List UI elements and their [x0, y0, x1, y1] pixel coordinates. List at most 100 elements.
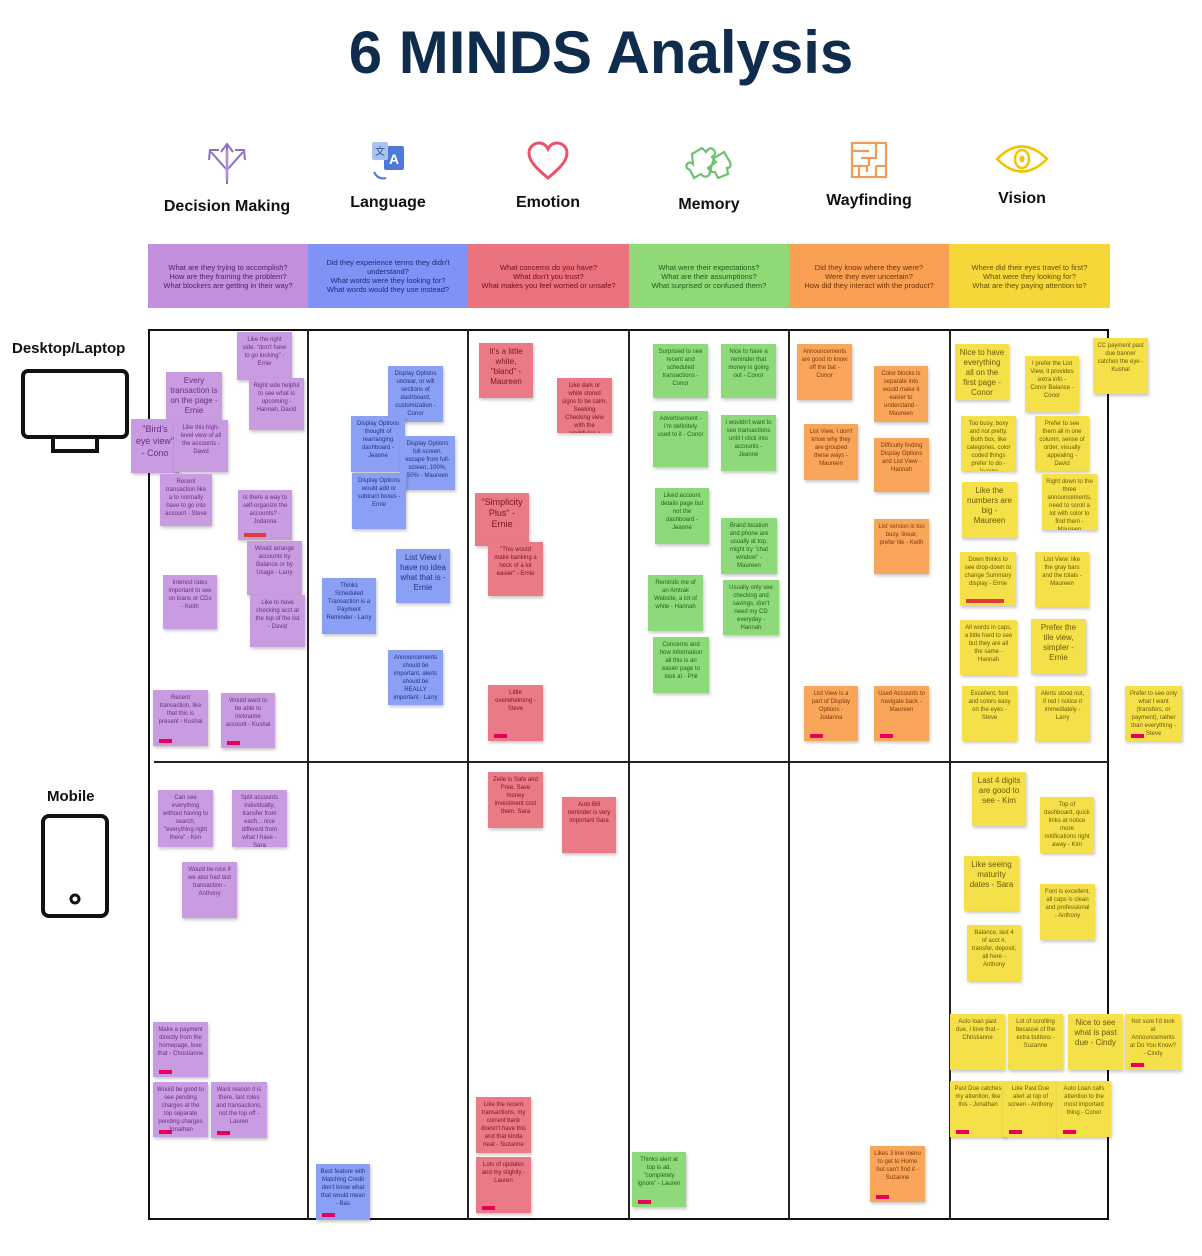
sticky-note[interactable]: Thinks alert at top is ad, "completely i… [632, 1152, 686, 1207]
sticky-note[interactable]: Like to have checking acct at the top of… [250, 595, 305, 647]
sticky-note[interactable]: "Simplicity Plus" - Ernie [475, 493, 529, 546]
sticky-note[interactable]: Best feature with Matching Credit don't … [316, 1164, 370, 1220]
sticky-note[interactable]: Font is excellent, all caps is clean and… [1040, 884, 1095, 940]
sticky-note[interactable]: Color blocks is separate into would make… [874, 366, 928, 422]
sticky-note[interactable]: CC payment past due banner catches the e… [1093, 338, 1148, 394]
sticky-note[interactable]: All words in caps, a little hard to see … [960, 620, 1017, 675]
sticky-note[interactable]: Like seeing maturity dates - Sara [964, 856, 1019, 911]
sticky-note[interactable]: I prefer the List View, it provides extr… [1025, 356, 1079, 412]
sticky-note[interactable]: Little overwhelming - Steve [488, 685, 543, 741]
sticky-note[interactable]: "This would make banking a heck of a lot… [488, 542, 543, 596]
sticky-note[interactable]: Prefer to see them all in one column, se… [1035, 416, 1089, 471]
question: What words would they use instead? [326, 285, 450, 294]
sticky-note[interactable]: Recent transaction, like that this is pr… [153, 690, 208, 746]
sticky-note[interactable]: Would want to be able to nickname accoun… [221, 693, 275, 748]
sticky-note[interactable]: Would be good to see pending charges at … [153, 1082, 208, 1137]
sticky-note[interactable]: Auto Bill reminder is very important Sar… [562, 797, 616, 853]
sticky-note[interactable]: "Bird's eye view" - Cono [131, 419, 179, 473]
sticky-note[interactable]: List View is a part of Display Options -… [804, 686, 858, 741]
row-divider [154, 761, 1108, 763]
translate-icon: A 文 [372, 142, 404, 180]
sticky-note[interactable]: Last 4 digits are good to see - Kim [972, 772, 1026, 826]
sticky-note[interactable]: Like dark or white stored signs to be ca… [557, 378, 612, 433]
note-text: Split accounts individually, transfer fr… [240, 795, 279, 847]
note-text: "Simplicity Plus" - Ernie [481, 497, 523, 529]
column-header-decision: Decision Making [147, 140, 307, 216]
question: What don't you trust? [513, 271, 584, 281]
sticky-note[interactable]: Liked account details page but not the d… [655, 488, 709, 544]
sticky-note[interactable]: Display Options full-screen, escape from… [400, 436, 455, 490]
sticky-note[interactable]: Advertisement - I'm definitely used to i… [653, 411, 708, 467]
sticky-note[interactable]: Balance, last 4 of acct #, transfer, dep… [967, 925, 1021, 981]
sticky-note[interactable]: Announcements should be important, alert… [388, 650, 443, 705]
sticky-note[interactable]: I wouldn't want to see transactions unti… [721, 415, 776, 471]
sticky-note[interactable]: Announcements are good to know off the b… [797, 344, 852, 400]
note-text: List View, I don't know why they are gro… [809, 429, 853, 467]
sticky-note[interactable]: Used Accounts to navigate back - Maureen [874, 686, 929, 741]
sticky-note[interactable]: Reminds me of an Amtrak Website, a lot o… [648, 575, 703, 631]
question: Did they know where they were? [814, 262, 924, 272]
sticky-note[interactable]: Nice to have everything all on the first… [955, 344, 1009, 400]
sticky-note[interactable]: Prefer the tile view, simpler - Ernie [1031, 619, 1086, 674]
note-text: It's a little white, "bland" - Maureen [489, 347, 523, 386]
sticky-note[interactable]: Would be nice if we also had last transa… [182, 862, 237, 918]
sticky-note[interactable]: Alerts stood out, if red I notice it imm… [1035, 686, 1090, 741]
question: What were their expectations? [658, 262, 760, 272]
sticky-note[interactable]: Want reason it is there, last roles and … [211, 1082, 267, 1138]
sticky-note[interactable]: Would arrange accounts by Balance or by … [247, 541, 302, 595]
sticky-note[interactable]: Top of dashboard, quick links at notice … [1040, 797, 1094, 853]
sticky-note[interactable]: List version is too busy, linear, prefer… [874, 519, 929, 574]
sticky-note[interactable]: Auto Loan calls attention to the most im… [1057, 1081, 1111, 1137]
sticky-note[interactable]: Display Options unclear, or will section… [388, 366, 443, 422]
sticky-note[interactable]: Prefer to see only what I want (transfer… [1125, 686, 1182, 741]
note-text: Zelle is Safe and Free, Save money inves… [493, 777, 538, 815]
note-text: Like this high-level view of all the acc… [180, 425, 222, 455]
sticky-note[interactable]: Auto loan past due, I love that - Christ… [950, 1014, 1005, 1070]
sticky-note[interactable]: Interest rates important to see on loans… [163, 575, 217, 629]
sticky-note[interactable]: List View: like the gray bars and the to… [1035, 552, 1089, 607]
sticky-note[interactable]: Concerns and how information all this is… [653, 637, 709, 693]
sticky-note[interactable]: Like the numbers are big - Maureen [962, 482, 1017, 538]
sticky-note[interactable]: Thinks Scheduled Transaction is a Paymen… [322, 578, 376, 634]
note-text: Used Accounts to navigate back - Maureen [878, 691, 925, 713]
sticky-note[interactable]: Split accounts individually, transfer fr… [232, 790, 287, 847]
column-header-emotion: Emotion [468, 140, 628, 212]
sticky-note[interactable]: Right side helpful to see what is upcomi… [249, 378, 304, 430]
sticky-note[interactable]: Brand location and phone are usually at … [721, 518, 777, 574]
note-text: Prefer to see them all in one column, se… [1039, 421, 1085, 467]
sticky-note[interactable]: Likes 3 line menu to get to Home but can… [870, 1146, 925, 1202]
sticky-note[interactable]: Display Options thought of rearranging d… [351, 416, 405, 472]
sticky-note[interactable]: Nice to see what is past due - Cindy [1068, 1014, 1123, 1070]
column-divider [307, 329, 309, 1220]
sticky-note[interactable]: Like the right side, "don't have to go l… [237, 332, 292, 380]
sticky-note[interactable]: List View I have no idea what that is - … [396, 549, 450, 603]
sticky-note[interactable]: Usually only see checking and savings, d… [723, 580, 779, 635]
note-text: Like Past Due alert at top of screen - A… [1007, 1086, 1054, 1108]
sticky-note[interactable]: Difficulty finding Display Options and L… [874, 438, 929, 492]
sticky-note[interactable]: Lot of scrolling because of the extra bu… [1008, 1014, 1063, 1070]
sticky-note[interactable]: Like Past Due alert at top of screen - A… [1003, 1081, 1058, 1137]
sticky-note[interactable]: Excellent, font and colors easy on the e… [962, 686, 1017, 741]
sticky-note[interactable]: Display Options would add or subtract bo… [352, 473, 406, 529]
sticky-note[interactable]: Make a payment directly from the homepag… [153, 1022, 208, 1077]
column-name: Wayfinding [826, 192, 912, 209]
question: What blockers are getting in their way? [163, 280, 293, 290]
note-text: Nice to have a reminder that money is go… [728, 349, 769, 379]
sticky-note[interactable]: Nice to have a reminder that money is go… [721, 344, 776, 398]
sticky-note[interactable]: Not sure I'd look at Announcements at Do… [1125, 1014, 1181, 1070]
sticky-note[interactable]: Down thinks to see drop-down to change S… [960, 552, 1016, 606]
sticky-note[interactable]: Every transaction is on the page - Ernie [166, 372, 222, 424]
sticky-note[interactable]: Like this high-level view of all the acc… [174, 420, 228, 472]
sticky-note[interactable]: Lots of updates and my slightly - Lauren [476, 1157, 531, 1213]
sticky-note[interactable]: Zelle is Safe and Free, Save money inves… [488, 772, 543, 828]
sticky-note[interactable]: Too busy, boxy and not pretty. Both box,… [961, 416, 1016, 471]
sticky-note[interactable]: Is there a way to self-organize the acco… [238, 490, 292, 540]
sticky-note[interactable]: Past Due catches my attention, like this… [950, 1081, 1006, 1137]
sticky-note[interactable]: Recent transaction like a to normally ha… [160, 474, 212, 526]
sticky-note[interactable]: It's a little white, "bland" - Maureen [479, 343, 533, 398]
sticky-note[interactable]: Surprised to see recent and scheduled tr… [653, 344, 708, 398]
sticky-note[interactable]: Can see everything without having to sea… [158, 790, 213, 847]
sticky-note[interactable]: Like the recent transactions, my current… [476, 1097, 531, 1153]
sticky-note[interactable]: Right down to the three announcements, n… [1042, 474, 1097, 530]
sticky-note[interactable]: List View, I don't know why they are gro… [804, 424, 858, 480]
